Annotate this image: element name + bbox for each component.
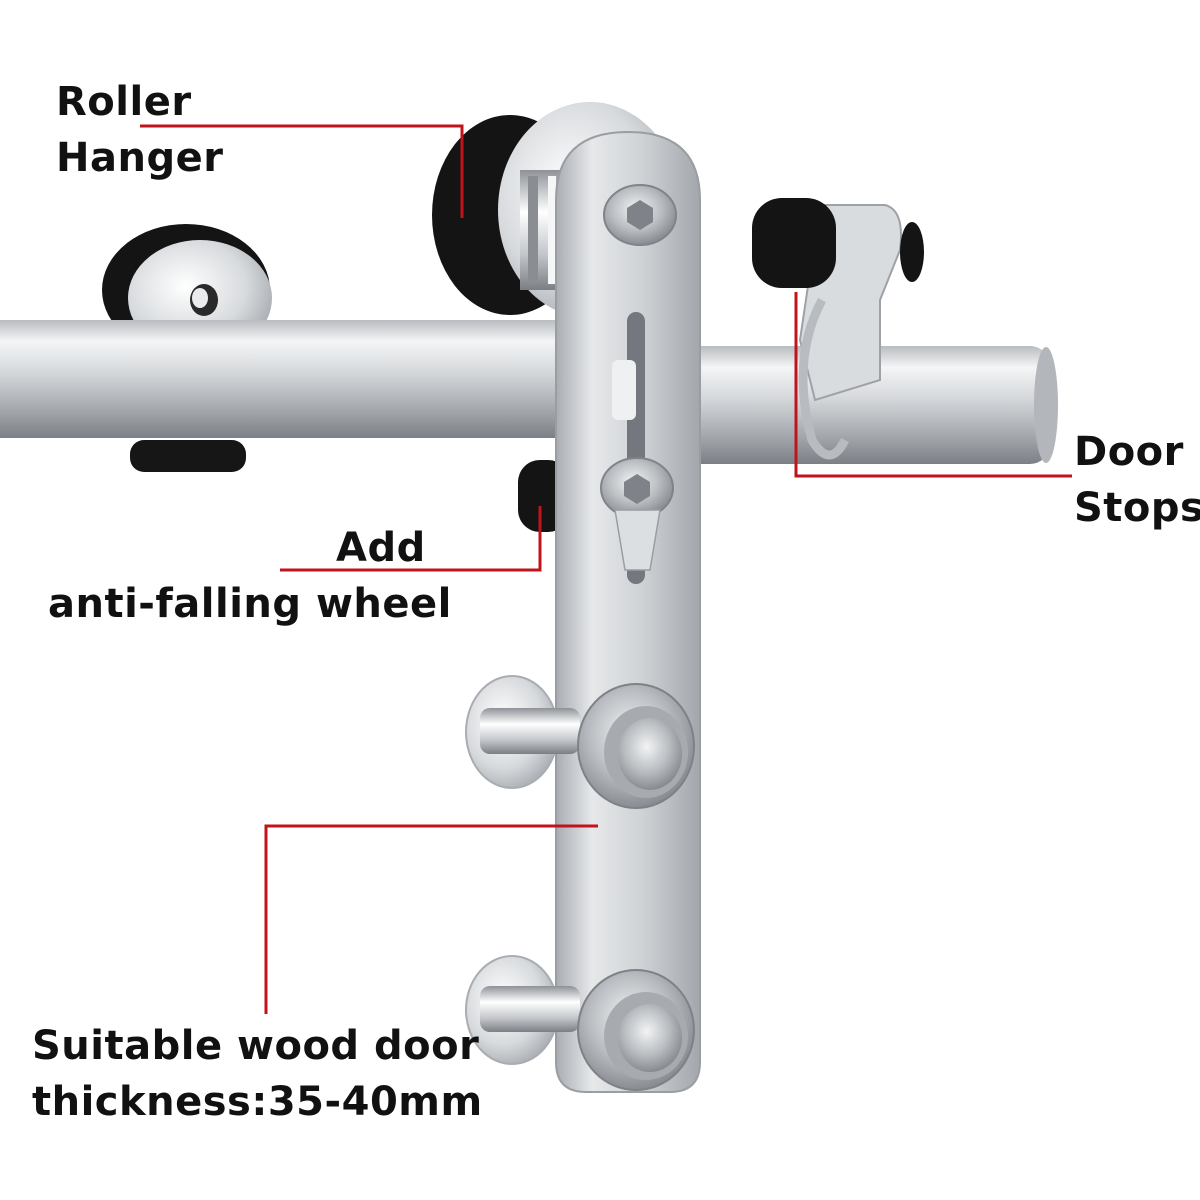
door-stops-leader: [794, 292, 1072, 478]
leader-lines: [140, 124, 1072, 1014]
anti-falling-wheel-label-line2: anti-falling wheel: [48, 581, 452, 627]
door-bolt-upper: [465, 675, 695, 809]
anti-falling-wheel-label: Add anti-falling wheel: [48, 520, 452, 632]
door-thickness-leader: [264, 824, 598, 1014]
roller-hanger-leader: [140, 124, 464, 218]
door-stops-label-line1: Door: [1074, 429, 1184, 475]
anti-falling-wheel-leader: [280, 506, 542, 572]
roller-hanger-label: Roller Hanger: [56, 74, 223, 186]
door-stop: [752, 198, 924, 460]
anti-falling-wheel-label-line1: Add: [336, 525, 426, 571]
roller-hanger-label-line2: Hanger: [56, 135, 224, 181]
door-stops-label-line2: Stops: [1074, 485, 1200, 531]
hanger-strap: [555, 130, 701, 1093]
door-thickness-label-line2: thickness:35-40mm: [32, 1079, 483, 1125]
track-rail: [0, 320, 1058, 464]
door-thickness-label: Suitable wood door thickness:35-40mm: [32, 1018, 483, 1130]
door-stops-label: Door Stops: [1074, 424, 1200, 536]
door-thickness-label-line1: Suitable wood door: [32, 1023, 480, 1069]
door-bolt-lower: [465, 955, 695, 1091]
roller-hanger-label-line1: Roller: [56, 79, 192, 125]
